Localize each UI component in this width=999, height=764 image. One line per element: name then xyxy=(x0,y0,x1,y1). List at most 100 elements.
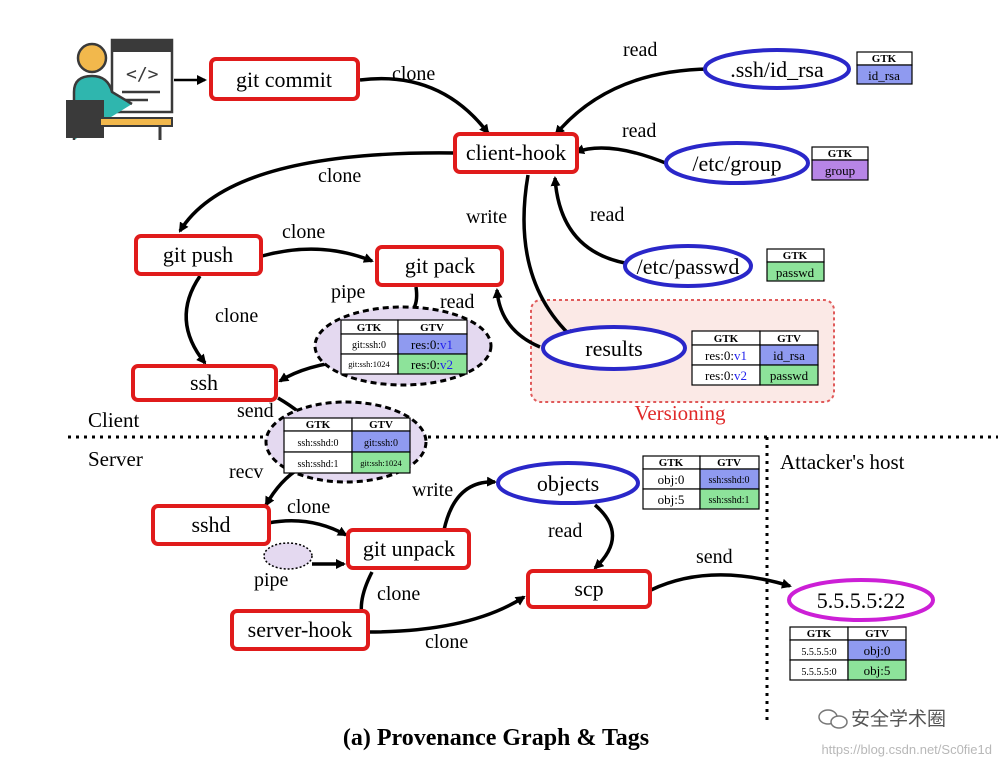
svg-text:GTK: GTK xyxy=(828,148,853,160)
edge-label-write-2: write xyxy=(412,479,453,501)
svg-text:GTK: GTK xyxy=(357,322,382,334)
edge-sshd-unpack xyxy=(267,518,348,537)
svg-text:obj:0: obj:0 xyxy=(658,472,685,487)
edge-commit-clienthook xyxy=(359,76,490,135)
label-git-unpack: git unpack xyxy=(363,536,455,561)
label-etc-group: /etc/group xyxy=(692,151,781,176)
edge-label-clone-1: clone xyxy=(392,63,435,85)
svg-text:GTV: GTV xyxy=(777,333,801,345)
edge-group-clienthook xyxy=(574,144,669,166)
label-client-hook: client-hook xyxy=(466,140,566,165)
svg-text:passwd: passwd xyxy=(770,368,809,383)
svg-text:ssh:sshd:1: ssh:sshd:1 xyxy=(708,495,749,506)
svg-text:ssh:sshd:1: ssh:sshd:1 xyxy=(297,459,338,470)
process-ssh xyxy=(131,364,278,402)
svg-text:ssh:sshd:0: ssh:sshd:0 xyxy=(708,475,749,486)
edge-passwd-clienthook xyxy=(550,176,626,265)
server-region-label: Server xyxy=(88,447,143,471)
tag-objects: GTK GTV obj:0 obj:5 ssh:sshd:0 ssh:sshd:… xyxy=(642,455,760,510)
process-git-commit xyxy=(209,57,360,101)
svg-text:GTK: GTK xyxy=(659,457,684,469)
process-git-unpack xyxy=(346,528,471,570)
label-git-pack: git pack xyxy=(405,253,475,278)
edge-label-clone-4: clone xyxy=(215,305,258,327)
edge-label-write-1: write xyxy=(466,206,507,228)
svg-text:GTV: GTV xyxy=(369,419,393,431)
svg-text:</>: </> xyxy=(126,64,159,85)
edge-label-read-5: read xyxy=(548,520,582,542)
svg-text:ssh:sshd:0: ssh:sshd:0 xyxy=(297,438,338,449)
label-results: results xyxy=(585,336,642,361)
tag-group: GTK group xyxy=(811,146,869,181)
edge-label-clone-2: clone xyxy=(318,165,361,187)
tag-results: GTK GTV res:0:v1 res:0:v2 id_rsa passwd xyxy=(691,330,819,386)
tag-id-rsa: GTK id_rsa xyxy=(856,51,913,85)
svg-text:GTV: GTV xyxy=(717,457,741,469)
edge-scp-remote xyxy=(650,573,792,592)
label-remote-host: 5.5.5.5:22 xyxy=(817,588,906,613)
edge-push-ssh xyxy=(184,275,207,365)
svg-text:GTV: GTV xyxy=(420,322,444,334)
svg-text:GTK: GTK xyxy=(306,419,331,431)
process-git-push xyxy=(134,234,263,276)
svg-text:5.5.5.5:0: 5.5.5.5:0 xyxy=(801,647,836,658)
edge-label-send-2: send xyxy=(696,546,733,568)
svg-text:passwd: passwd xyxy=(776,265,815,280)
edge-label-read-3: read xyxy=(622,120,656,142)
label-server-hook: server-hook xyxy=(248,617,353,642)
file-results xyxy=(541,325,687,371)
svg-text:group: group xyxy=(825,163,855,178)
edge-label-clone-5: clone xyxy=(287,496,330,518)
label-scp: scp xyxy=(574,576,603,601)
file-id-rsa xyxy=(703,48,851,90)
label-git-push: git push xyxy=(163,242,233,267)
svg-text:id_rsa: id_rsa xyxy=(868,68,900,83)
svg-text:git:ssh:0: git:ssh:0 xyxy=(352,340,386,351)
edge-idrsa-clienthook xyxy=(554,67,711,136)
svg-text:res:0:v1: res:0:v1 xyxy=(411,337,453,352)
file-etc-group xyxy=(664,141,810,185)
svg-text:GTK: GTK xyxy=(807,628,832,640)
svg-text:obj:5: obj:5 xyxy=(658,492,685,507)
file-etc-passwd xyxy=(623,244,753,288)
svg-text:5.5.5.5:0: 5.5.5.5:0 xyxy=(801,667,836,678)
edge-push-pack xyxy=(261,247,374,263)
svg-text:git:ssh:0: git:ssh:0 xyxy=(364,438,398,449)
edge-serverhook-scp xyxy=(367,595,526,634)
tag-remote: GTK GTV 5.5.5.5:0 5.5.5.5:0 obj:0 obj:5 xyxy=(789,626,907,681)
watermark: 安全学术圈 https://blog.csdn.net/Sc0fie1d xyxy=(818,708,992,757)
process-sshd xyxy=(151,504,271,546)
pipe-server xyxy=(263,542,313,570)
svg-text:GTK: GTK xyxy=(714,333,739,345)
edge-unpack-objects xyxy=(442,476,497,531)
edge-results-pack xyxy=(492,288,541,349)
process-server-hook xyxy=(230,609,370,651)
process-client-hook xyxy=(453,132,579,174)
tag-passwd: GTK passwd xyxy=(766,248,825,282)
svg-text:git:ssh:1024: git:ssh:1024 xyxy=(348,359,390,369)
edge-label-read-2: read xyxy=(623,39,657,61)
edge-label-read-1: read xyxy=(440,291,474,313)
edge-label-clone-7: clone xyxy=(425,631,468,653)
edge-label-send-1: send xyxy=(237,400,274,422)
svg-text:obj:5: obj:5 xyxy=(864,663,891,678)
process-scp xyxy=(526,569,652,609)
edge-label-recv: recv xyxy=(229,461,263,483)
svg-text:res:0:v1: res:0:v1 xyxy=(705,348,747,363)
watermark-cn: 安全学术圈 xyxy=(851,708,946,730)
label-etc-passwd: /etc/passwd xyxy=(637,254,740,279)
label-ssh: ssh xyxy=(190,370,218,395)
edge-clienthook-results xyxy=(522,174,575,340)
edge-label-clone-3: clone xyxy=(282,221,325,243)
tag-pipe-client: GTK GTV git:ssh:0 git:ssh:1024 res:0:v1 … xyxy=(313,305,493,387)
svg-text:GTK: GTK xyxy=(783,250,808,262)
svg-text:id_rsa: id_rsa xyxy=(773,348,805,363)
svg-text:res:0:v2: res:0:v2 xyxy=(411,357,453,372)
client-region-label: Client xyxy=(88,408,139,432)
edge-clienthook-push xyxy=(178,151,456,233)
edge-label-pipe-2: pipe xyxy=(254,569,289,591)
developer-icon: </> xyxy=(66,38,207,140)
svg-text:GTV: GTV xyxy=(865,628,889,640)
remote-host xyxy=(787,578,935,622)
